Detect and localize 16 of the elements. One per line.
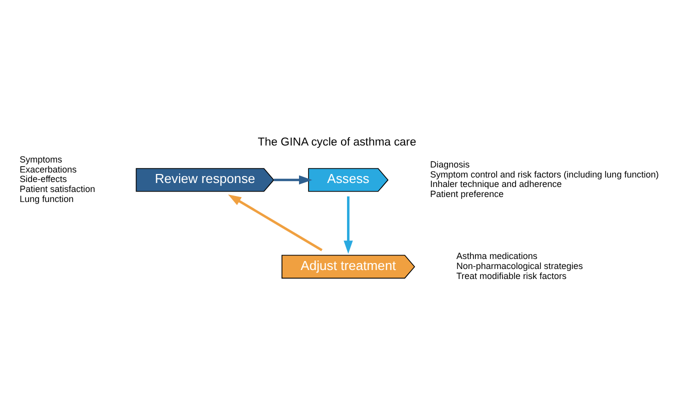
arrow [228, 194, 323, 252]
node-label: Non-pharmacological strategies [456, 261, 583, 272]
node-label: Exacerbations [20, 164, 77, 174]
diagram-title: The GINA cycle of asthma care [258, 136, 416, 149]
node-label: Diagnosis [430, 159, 470, 170]
node-label: Inhaler technique and adherence [430, 179, 562, 190]
node-label: Treat modifiable risk factors [456, 270, 567, 281]
node-label: Side-effects [20, 174, 67, 184]
node-label: Patient satisfaction [20, 184, 96, 194]
arrow [274, 175, 312, 185]
node-label: Symptoms [20, 154, 62, 165]
node-label: Lung function [20, 194, 74, 204]
node-label: Symptom control and risk factors (including lung function) [430, 169, 659, 180]
arrow [344, 196, 353, 254]
node-label: Patient preference [430, 188, 504, 199]
node-label: Asthma medications [456, 251, 538, 262]
